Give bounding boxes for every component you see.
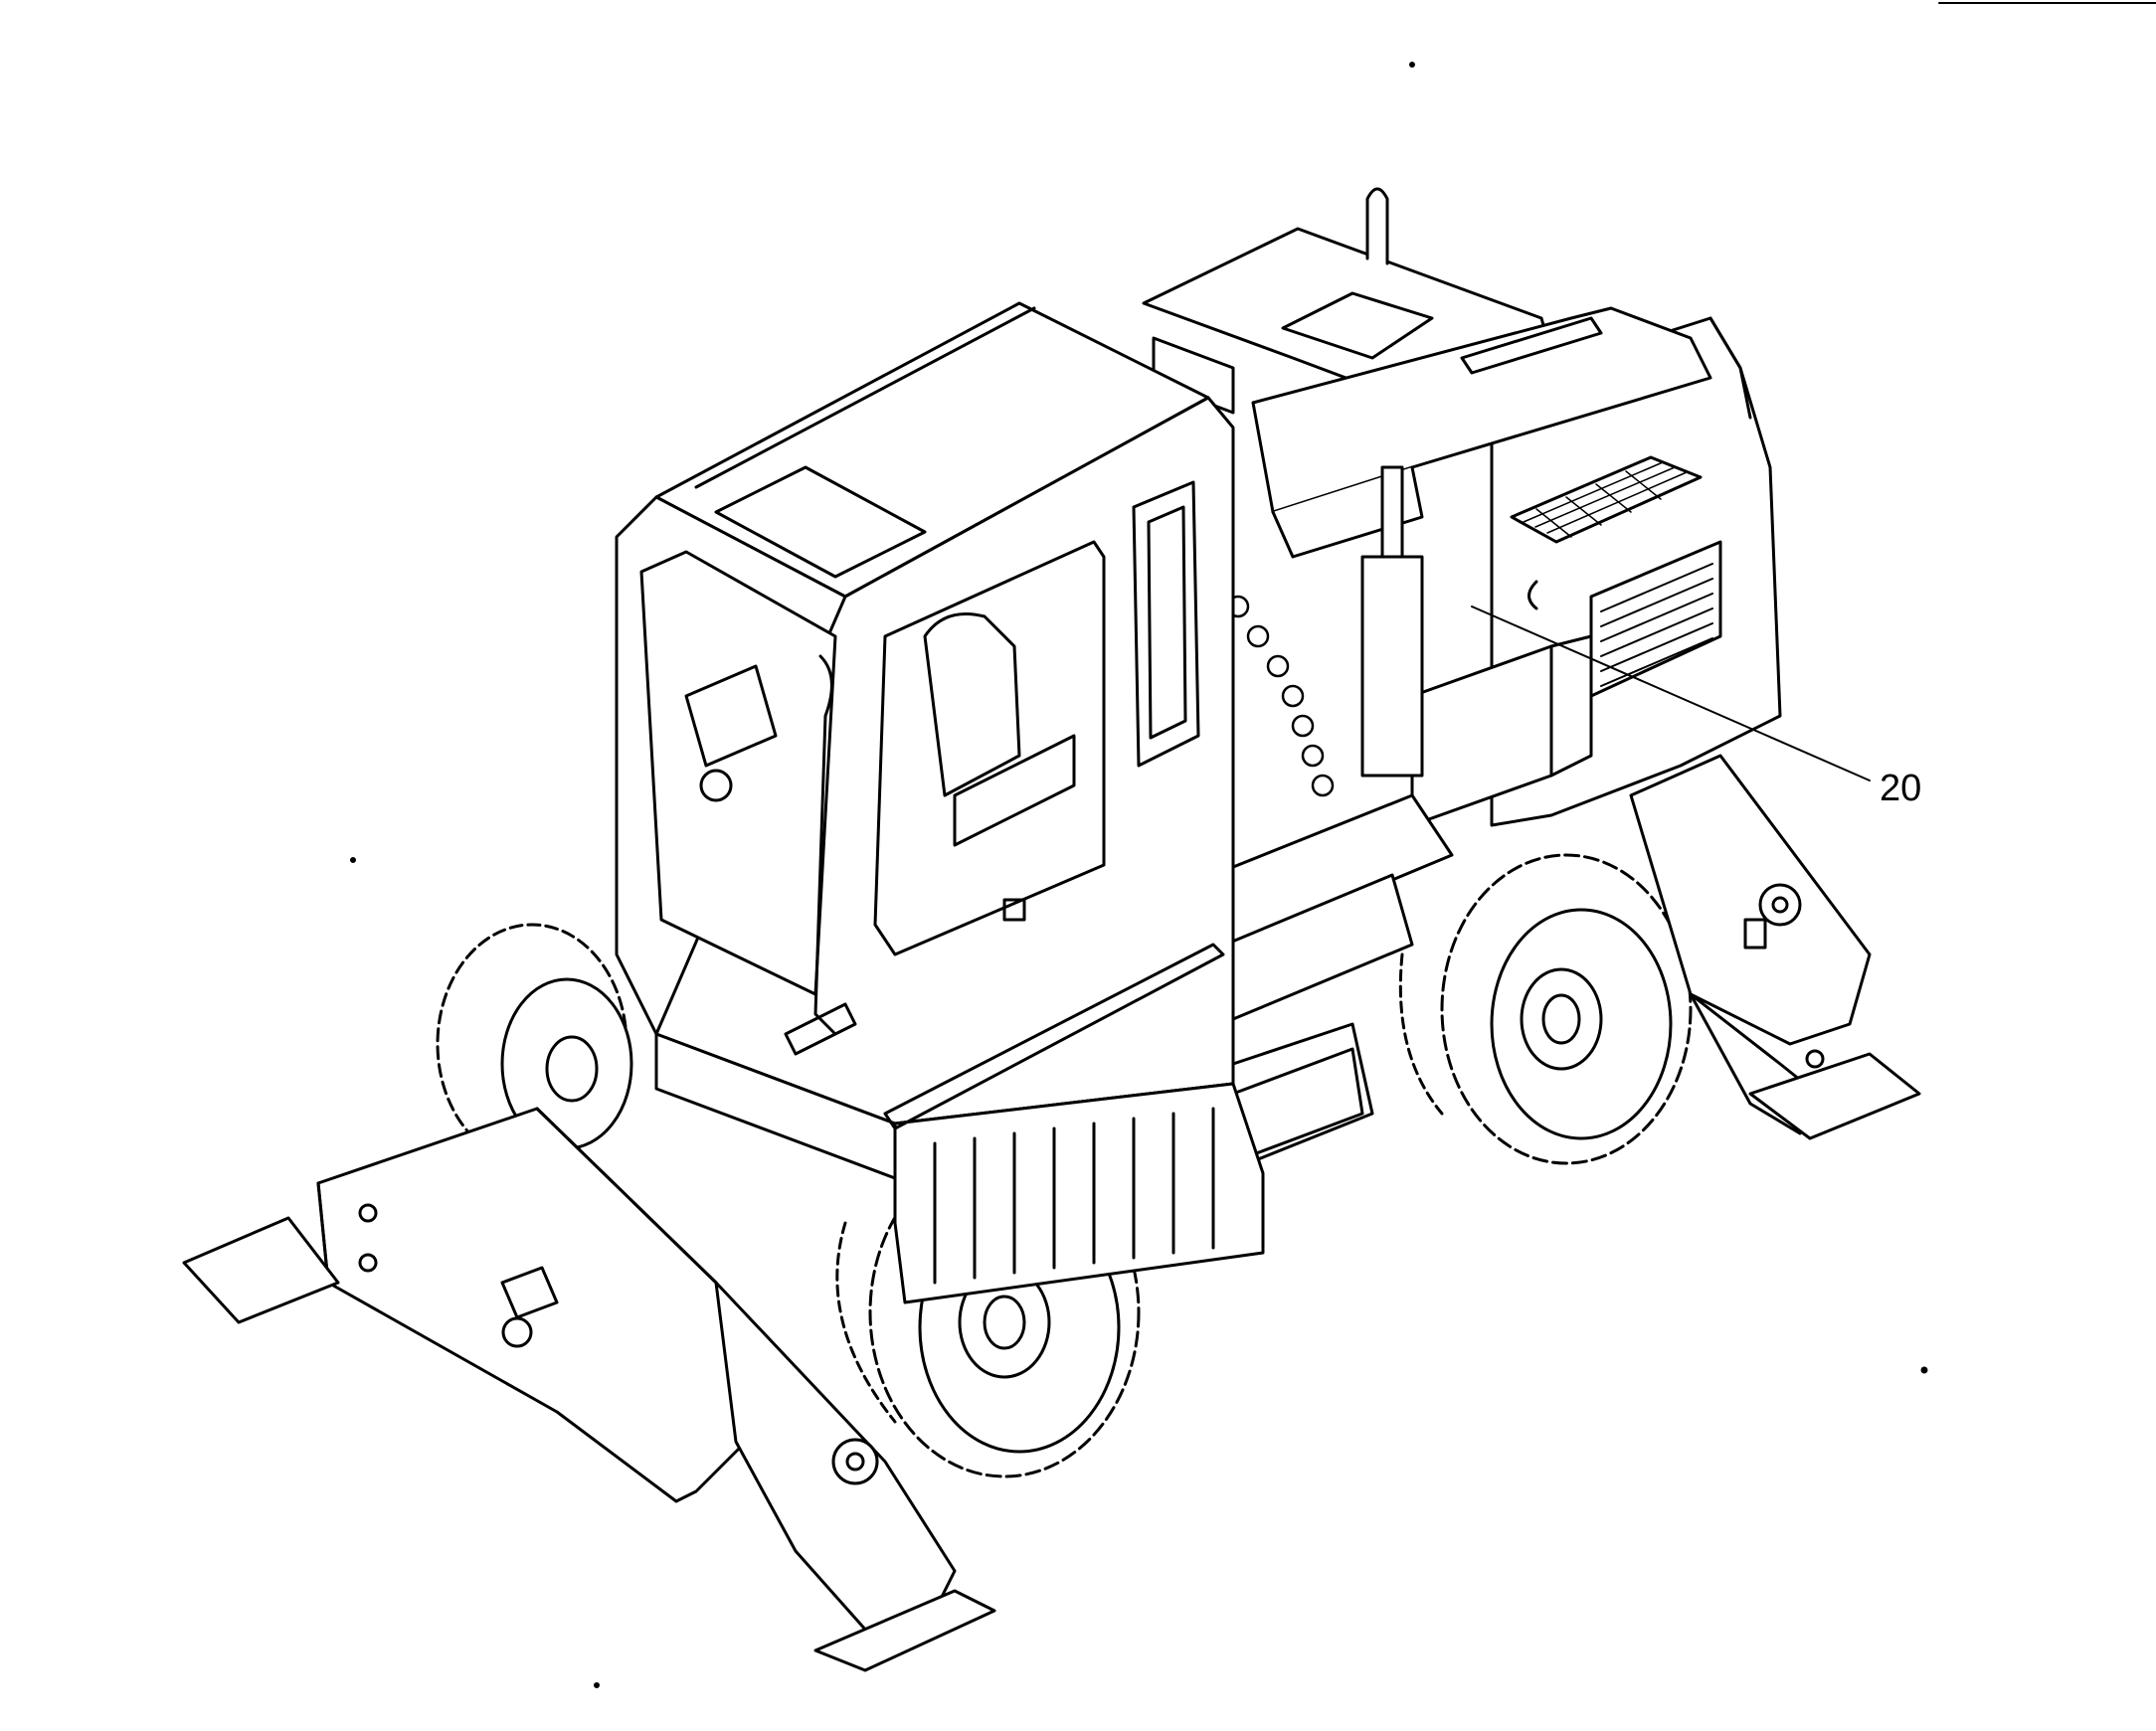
wheel-front-right-inner — [1398, 952, 1444, 1116]
stabilizer-left — [182, 1107, 996, 1672]
engine-grille-pattern — [1523, 461, 1688, 538]
callout-20-leader — [1471, 606, 1871, 781]
hose-chain — [1226, 595, 1335, 797]
wheel-front-left-inner — [835, 1221, 897, 1424]
engine-louvres — [1600, 563, 1713, 687]
callout-20-group: 20 — [1471, 606, 1921, 809]
wheel-front-right-outer — [1440, 853, 1693, 1165]
cab — [615, 301, 1265, 1304]
wheel-rear-left — [436, 923, 633, 1165]
stabilizer-right — [1629, 754, 1921, 1140]
callout-20-label: 20 — [1880, 768, 1921, 809]
boom — [1251, 306, 1712, 778]
logo-mark — [1527, 580, 1538, 610]
engine-housing — [1142, 187, 1782, 827]
scan-specks — [350, 62, 1928, 1688]
